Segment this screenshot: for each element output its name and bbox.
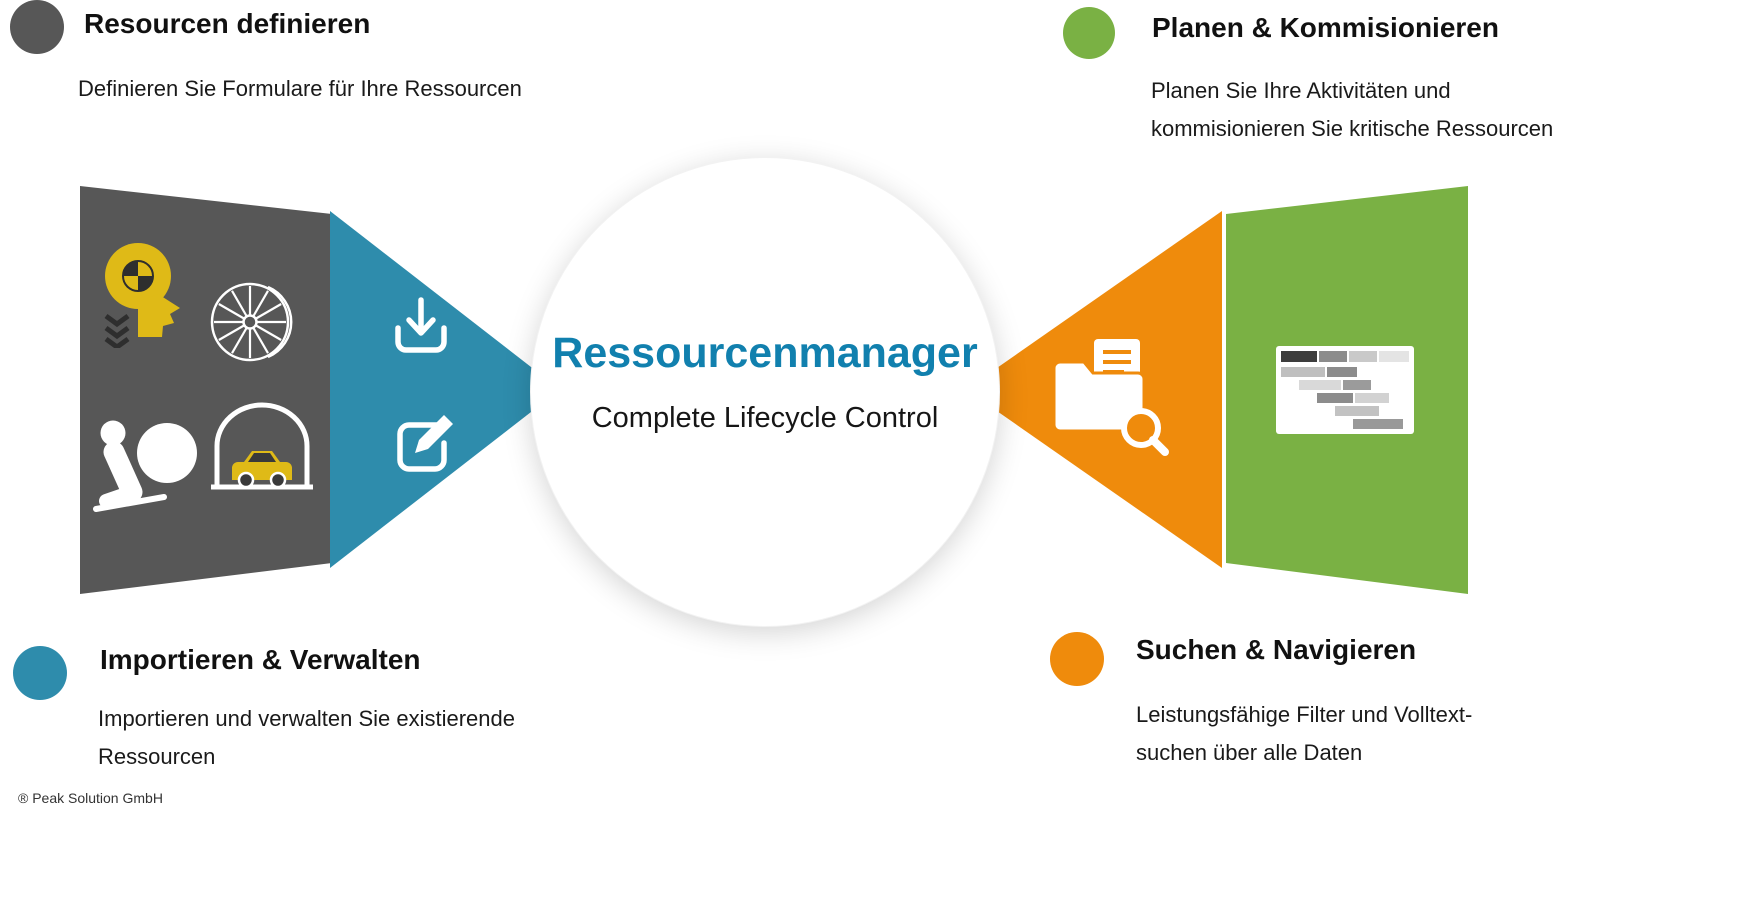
crash-test-dummy-icon: [104, 243, 180, 348]
define-panel: [80, 186, 332, 594]
search-title: Suchen & Navigieren: [1136, 634, 1417, 665]
import-panel: [330, 211, 560, 568]
center-subtitle: Complete Lifecycle Control: [591, 402, 939, 434]
copyright-text: ® Peak Solution GmbH: [18, 790, 163, 806]
import-description: Importieren und verwalten Sie existieren…: [98, 700, 515, 776]
center-circle: Ressourcenmanager Complete Lifecycle Con…: [531, 158, 999, 626]
import-description-line1: Importieren und verwalten Sie existieren…: [98, 706, 516, 731]
download-icon: [395, 297, 447, 353]
import-title: Importieren & Verwalten: [100, 644, 421, 675]
edit-icon: [397, 415, 453, 472]
plan-panel: [1226, 186, 1468, 594]
define-title: Resourcen definieren: [84, 8, 371, 39]
define-bullet-dot: [10, 0, 64, 54]
plan-description-line1: Planen Sie Ihre Aktivitäten und: [1151, 78, 1451, 103]
plan-description-line2: kommisionieren Sie kritische Ressourcen: [1151, 116, 1554, 141]
plan-title: Planen & Kommisionieren: [1152, 12, 1499, 43]
search-description-line2: suchen über alle Daten: [1136, 740, 1363, 765]
plan-description: Planen Sie Ihre Aktivitäten und kommisio…: [1151, 72, 1553, 148]
jet-engine-icon: [210, 282, 293, 362]
search-panel: [966, 211, 1222, 568]
define-description: Definieren Sie Formulare für Ihre Ressou…: [78, 76, 522, 101]
tunnel-car-icon: [211, 402, 313, 490]
import-bullet-dot: [13, 646, 67, 700]
search-bullet-dot: [1050, 632, 1104, 686]
gantt-table-icon: [1276, 346, 1414, 434]
center-title: Ressourcenmanager: [552, 329, 978, 377]
search-description: Leistungsfähige Filter und Volltext- suc…: [1136, 696, 1472, 772]
airbag-icon: [93, 420, 197, 512]
search-description-line1: Leistungsfähige Filter und Volltext-: [1136, 702, 1473, 727]
import-description-line2: Ressourcen: [98, 744, 216, 769]
folder-search-icon: [1052, 339, 1169, 456]
plan-bullet-dot: [1063, 7, 1115, 59]
